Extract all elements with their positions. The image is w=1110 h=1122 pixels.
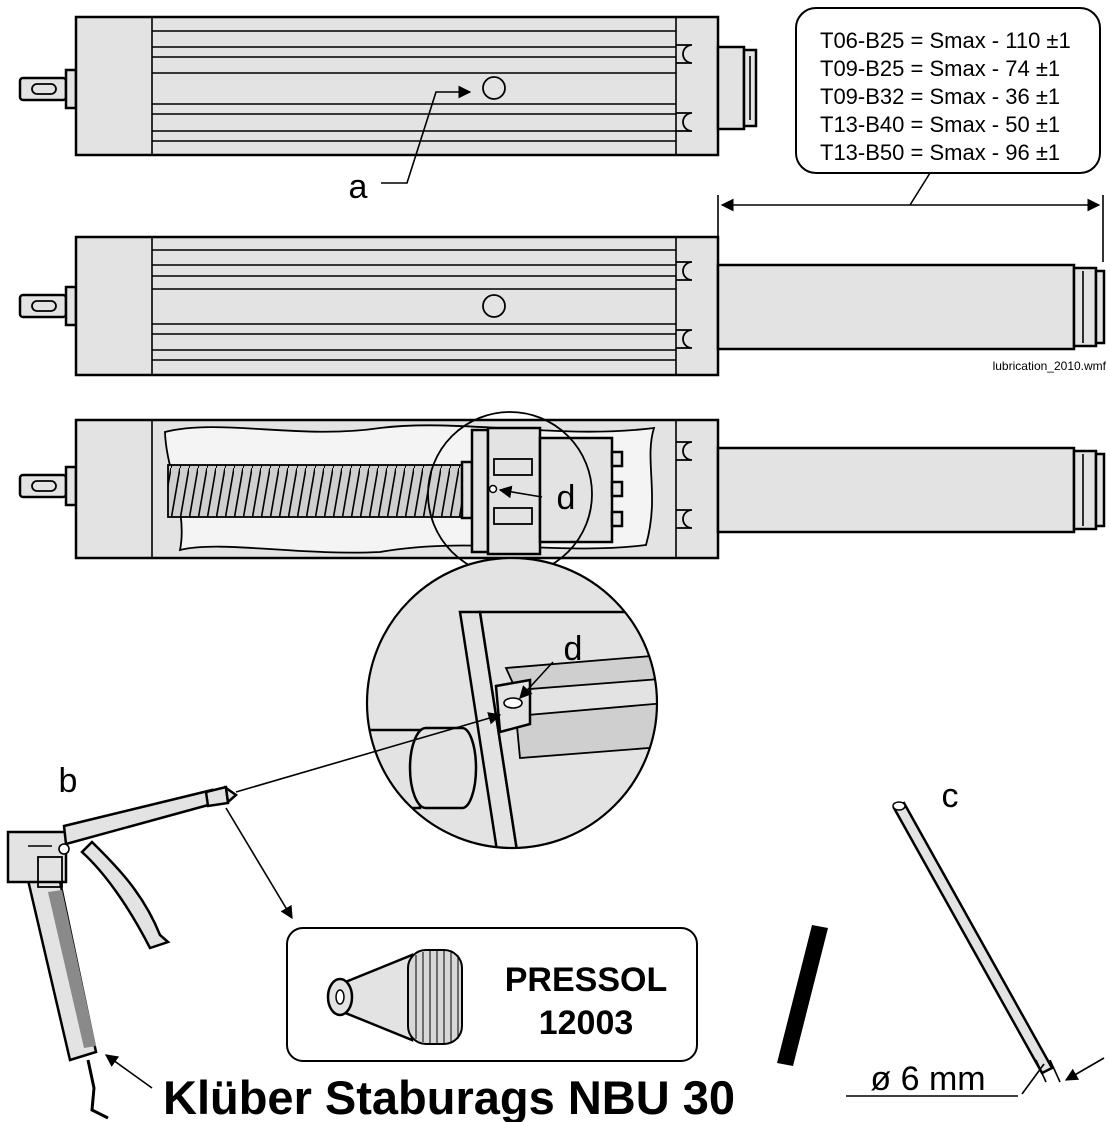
label-a: a — [349, 168, 368, 206]
label-d-zoom: d — [564, 630, 583, 668]
knurled-nut — [407, 949, 463, 1045]
actuator-cutaway — [18, 411, 1106, 577]
label-c: c — [942, 777, 959, 815]
stroke-row-1: T06-B25 = Smax - 110 ±1 — [820, 28, 1071, 53]
nozzle-code: 12003 — [539, 1004, 634, 1042]
zoom-detail — [365, 556, 659, 850]
label-b: b — [59, 762, 78, 800]
actuator-retracted — [18, 15, 758, 157]
lube-port-icon — [482, 294, 506, 318]
stroke-row-3: T09-B32 = Smax - 36 ±1 — [820, 84, 1060, 109]
grease-gun — [6, 785, 239, 1120]
nozzle-callout: PRESSOL 12003 — [286, 927, 698, 1062]
tube-c — [892, 801, 1061, 1095]
stroke-table-callout: T06-B25 = Smax - 110 ±1 T09-B25 = Smax -… — [795, 7, 1101, 174]
lube-port-a-icon — [482, 76, 506, 100]
stroke-row-2: T09-B25 = Smax - 74 ±1 — [820, 56, 1060, 81]
lead-screw — [167, 464, 465, 518]
label-d-top: d — [557, 479, 576, 517]
separator-bar — [777, 925, 828, 1066]
actuator-extended — [18, 235, 1106, 377]
nozzle-brand: PRESSOL — [505, 961, 667, 999]
stroke-row-5: T13-B50 = Smax - 96 ±1 — [820, 140, 1060, 165]
filename-label: lubrication_2010.wmf — [993, 359, 1107, 373]
stroke-dimension — [717, 195, 1104, 262]
stroke-row-4: T13-B40 = Smax - 50 ±1 — [820, 112, 1060, 137]
grease-label: Klüber Staburags NBU 30 — [163, 1071, 735, 1122]
tube-diameter-label: ø 6 mm — [870, 1060, 985, 1098]
